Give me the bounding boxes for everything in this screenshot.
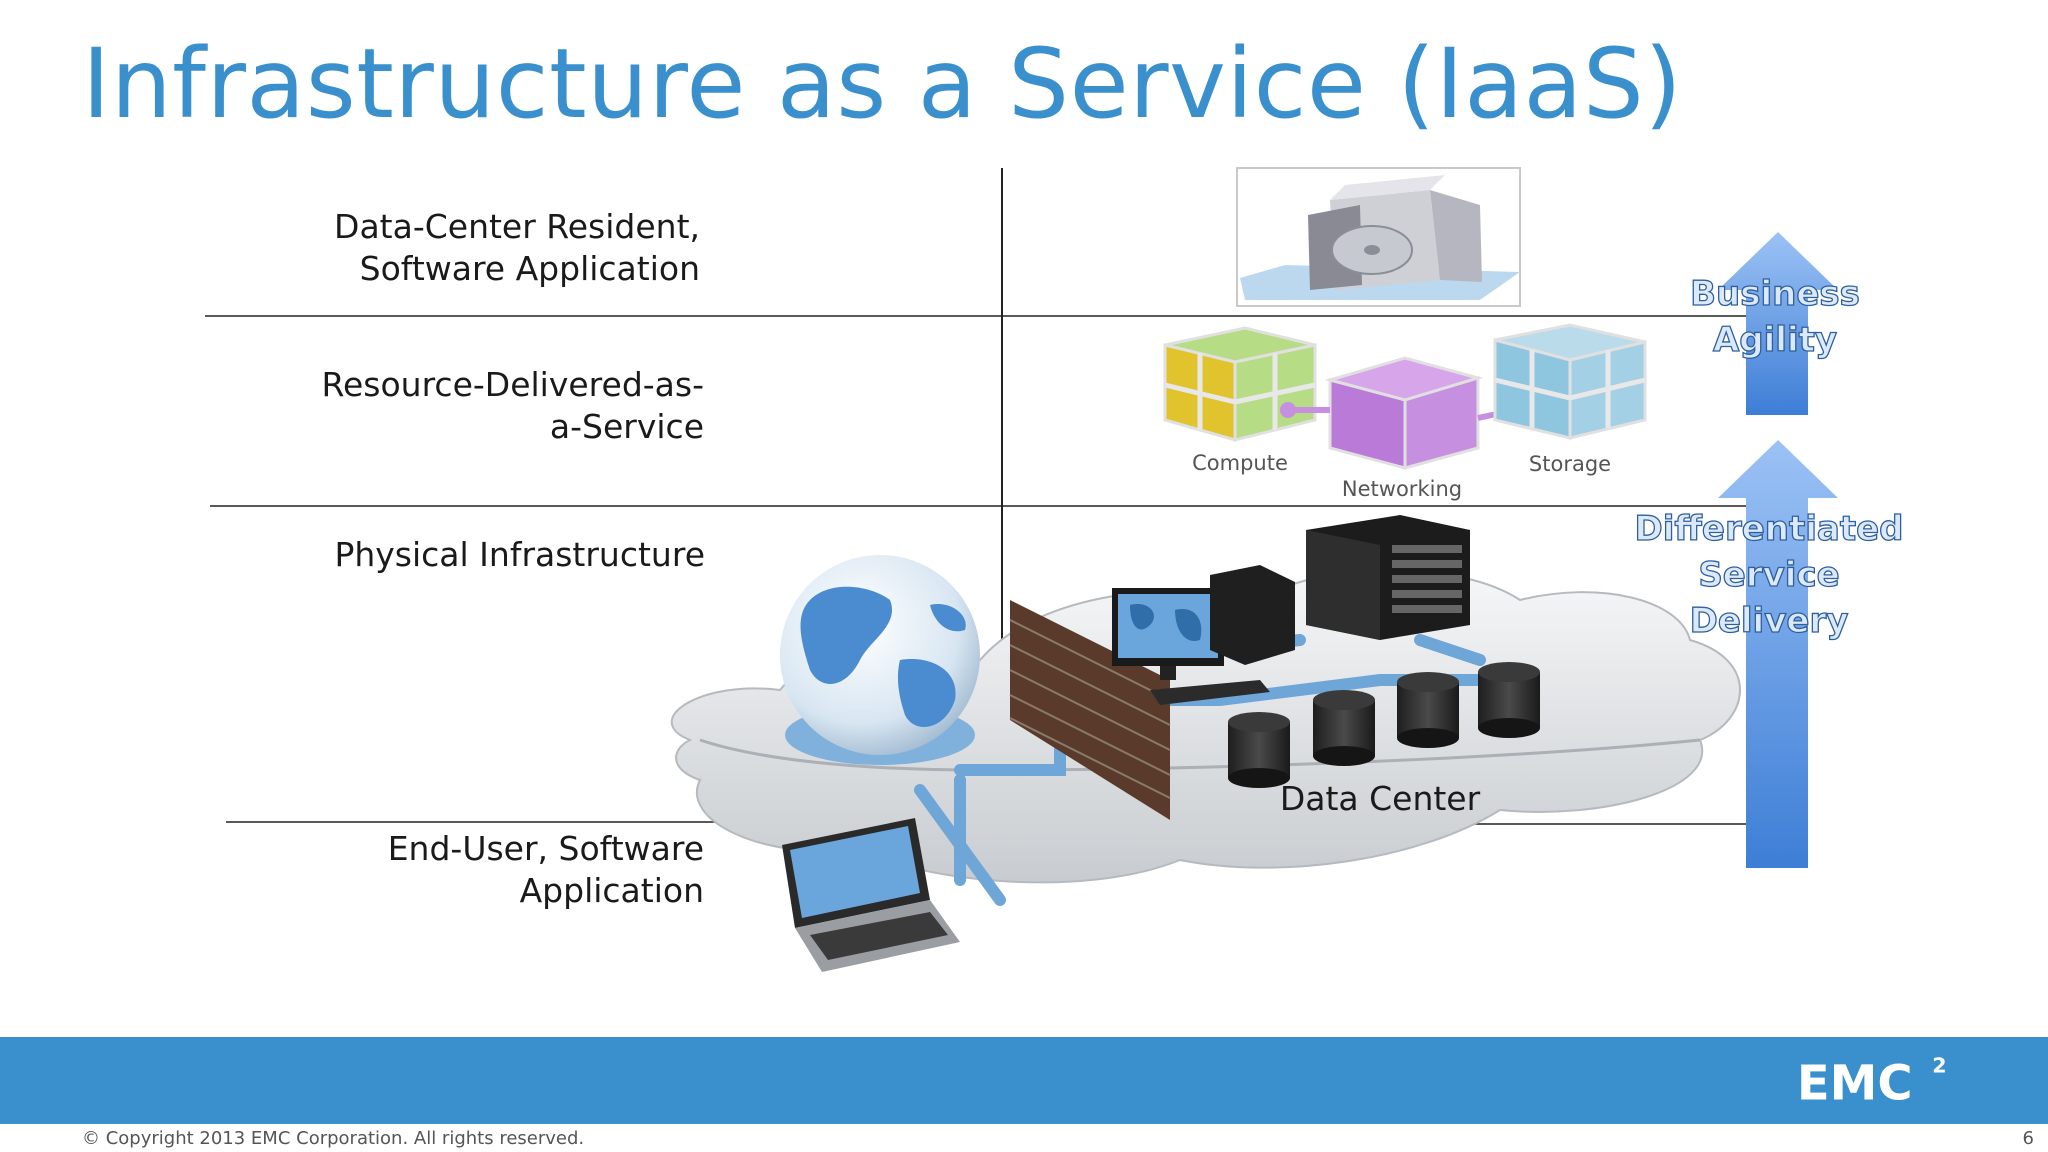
server-rack-icon xyxy=(1306,515,1470,640)
software-package-icon xyxy=(1236,167,1521,307)
layer-label-line: Application xyxy=(519,871,704,910)
globe-icon xyxy=(780,555,980,765)
networking-label: Networking xyxy=(1342,477,1462,501)
iaas-diagram: Compute Networking Storage Data Center B… xyxy=(205,167,1904,972)
layer-label-line: End-User, Software xyxy=(387,829,704,868)
footer-band xyxy=(0,1037,2048,1124)
arrow-label-line: Delivery xyxy=(1690,601,1849,641)
arrow-label-line: Agility xyxy=(1713,320,1837,360)
layer-label-line: Software Application xyxy=(359,249,700,288)
copyright-text: © Copyright 2013 EMC Corporation. All ri… xyxy=(82,1128,585,1149)
layer-label-resource: Resource-Delivered-as- a-Service xyxy=(200,364,704,448)
desktop-computer-icon xyxy=(1112,565,1295,705)
storage-disks-icon xyxy=(1228,662,1540,788)
laptop-icon xyxy=(782,818,960,972)
layer-label-end-user: End-User, Software Application xyxy=(200,828,704,912)
arrow-label-line: Differentiated xyxy=(1634,509,1903,549)
business-agility-arrow: Business Agility xyxy=(1689,232,1861,415)
layer-label-application: Data-Center Resident, Software Applicati… xyxy=(200,206,700,290)
layer-label-line: Data-Center Resident, xyxy=(334,207,700,246)
logo-text: EMC xyxy=(1797,1056,1913,1110)
logo-superscript: 2 xyxy=(1932,1053,1946,1077)
networking-cube-icon xyxy=(1280,356,1523,470)
layer-label-line: a-Service xyxy=(549,407,704,446)
compute-label: Compute xyxy=(1192,451,1288,475)
page-number: 6 xyxy=(2022,1128,2034,1149)
arrow-label-line: Business xyxy=(1690,274,1860,314)
firewall-icon xyxy=(1009,600,1171,820)
storage-cube-icon xyxy=(1493,323,1647,440)
emc-logo: EMC 2 xyxy=(1797,1053,1947,1110)
compute-cube-icon xyxy=(1163,326,1317,442)
service-delivery-arrow: Differentiated Service Delivery xyxy=(1634,440,1904,868)
slide-title: Infrastructure as a Service (IaaS) xyxy=(82,28,1683,140)
arrow-label-line: Service xyxy=(1698,555,1839,595)
storage-label: Storage xyxy=(1529,452,1611,476)
data-center-label: Data Center xyxy=(1280,779,1481,818)
layer-label-line: Physical Infrastructure xyxy=(334,535,705,574)
layer-label-line: Resource-Delivered-as- xyxy=(321,365,704,404)
layer-label-physical: Physical Infrastructure xyxy=(200,534,705,576)
